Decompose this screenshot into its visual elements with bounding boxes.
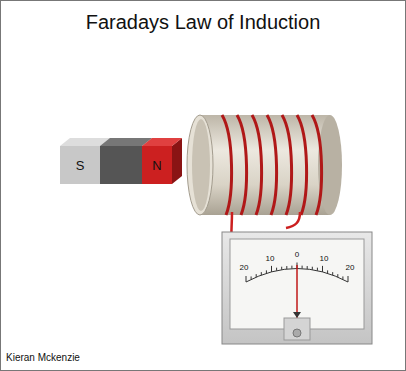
pole-label: S bbox=[76, 159, 85, 172]
scale-tick bbox=[261, 272, 262, 275]
bar-magnet bbox=[60, 138, 182, 184]
coil-windings bbox=[222, 115, 322, 215]
winding bbox=[282, 115, 292, 215]
scale-number: 10 bbox=[320, 255, 329, 263]
scale-tick bbox=[266, 270, 267, 273]
scale-tick bbox=[291, 266, 292, 269]
winding bbox=[312, 115, 322, 215]
scale-tick bbox=[317, 268, 318, 271]
scale-tick bbox=[256, 274, 257, 277]
scale-tick bbox=[332, 272, 333, 275]
winding bbox=[237, 115, 247, 215]
scale-tick bbox=[337, 274, 338, 277]
scale-tick bbox=[322, 266, 323, 272]
winding bbox=[297, 115, 307, 215]
scale-number: 0 bbox=[295, 251, 299, 259]
scale-tick bbox=[281, 267, 282, 270]
scale-tick bbox=[312, 267, 313, 270]
scale-tick bbox=[348, 276, 349, 282]
diagram-title: Faradays Law of Induction bbox=[86, 12, 321, 32]
scale-tick bbox=[302, 266, 303, 269]
scale-tick bbox=[327, 270, 328, 273]
winding bbox=[252, 115, 262, 215]
winding bbox=[222, 115, 232, 215]
scale-tick bbox=[271, 266, 272, 272]
winding bbox=[267, 115, 277, 215]
scale-number: 20 bbox=[346, 264, 355, 272]
scale-number: 10 bbox=[266, 255, 275, 263]
scale-number: 20 bbox=[240, 264, 249, 272]
scale-tick bbox=[307, 266, 308, 269]
author-credit: Kieran Mckenzie bbox=[6, 353, 80, 363]
wire bbox=[286, 212, 300, 228]
scale-tick bbox=[342, 276, 343, 279]
coil-tube bbox=[187, 115, 342, 215]
pole-label: N bbox=[152, 159, 161, 172]
scale-tick bbox=[276, 268, 277, 271]
scale-tick bbox=[286, 266, 287, 269]
scale-tick bbox=[246, 276, 247, 282]
scale-tick bbox=[251, 276, 252, 279]
galvanometer bbox=[222, 232, 372, 344]
